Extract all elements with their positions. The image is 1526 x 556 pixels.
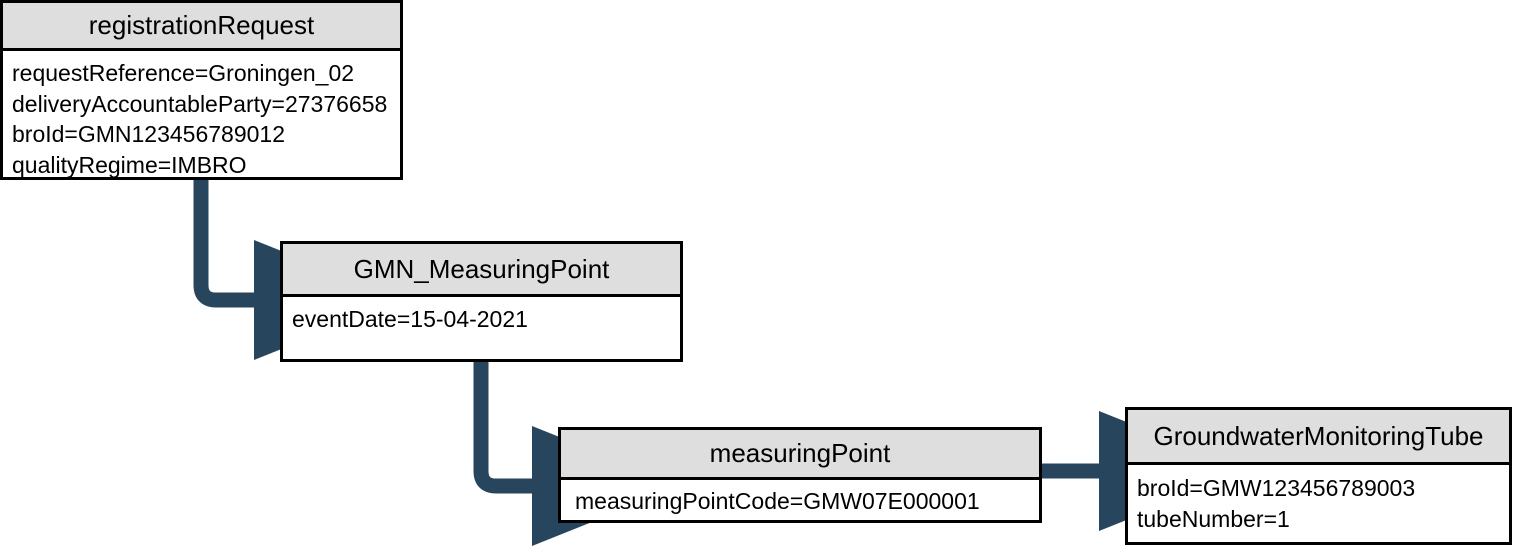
connector-registration-request-to-gmn-measuring-point	[193, 180, 404, 360]
uml-box-attributes-gmn-measuring-point: eventDate=15-04-2021	[283, 297, 680, 335]
connector-gmn-measuring-point-to-measuring-point	[473, 362, 682, 546]
uml-box-title-registration-request: registrationRequest	[3, 3, 400, 51]
uml-box-registration-request[interactable]: registrationRequest requestReference=Gro…	[0, 0, 403, 180]
uml-box-title-measuring-point: measuringPoint	[561, 430, 1039, 480]
attribute-event-date: eventDate=15-04-2021	[292, 306, 528, 332]
uml-box-gmn-measuring-point[interactable]: GMN_MeasuringPoint eventDate=15-04-2021	[280, 241, 683, 362]
attribute-tube-bro-id: broId=GMW123456789003	[1137, 475, 1416, 501]
uml-box-attributes-groundwater-monitoring-tube: broId=GMW123456789003 tubeNumber=1	[1128, 465, 1509, 534]
uml-box-groundwater-monitoring-tube[interactable]: GroundwaterMonitoringTube broId=GMW12345…	[1125, 407, 1512, 545]
attribute-quality-regime: qualityRegime=IMBRO	[12, 151, 247, 178]
attribute-tube-number: tubeNumber=1	[1137, 505, 1290, 532]
uml-box-measuring-point[interactable]: measuringPoint measuringPointCode=GMW07E…	[558, 427, 1042, 523]
uml-box-title-gmn-measuring-point: GMN_MeasuringPoint	[283, 244, 680, 297]
uml-box-attributes-measuring-point: measuringPointCode=GMW07E000001	[561, 480, 1039, 517]
attribute-bro-id: broId=GMN123456789012	[12, 121, 286, 148]
attribute-measuring-point-code: measuringPointCode=GMW07E000001	[575, 488, 980, 514]
uml-box-attributes-registration-request: requestReference=Groningen_02 deliveryAc…	[3, 51, 400, 178]
attribute-delivery-accountable-party: deliveryAccountableParty=27376658	[12, 90, 388, 117]
attribute-request-reference: requestReference=Groningen_02	[12, 60, 355, 86]
uml-box-title-groundwater-monitoring-tube: GroundwaterMonitoringTube	[1128, 410, 1509, 465]
